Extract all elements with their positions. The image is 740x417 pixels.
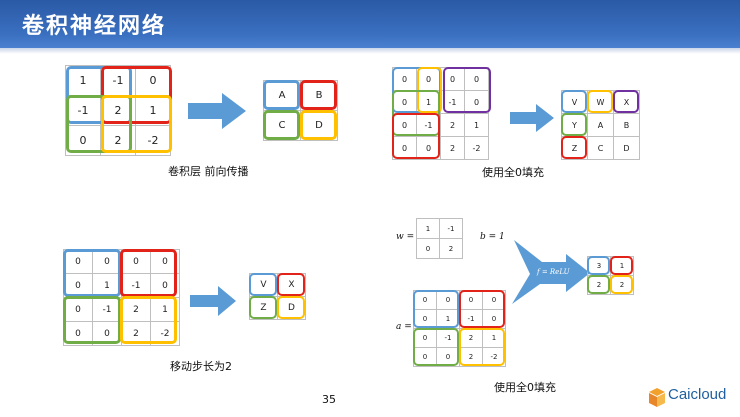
compute-out-2a	[587, 275, 610, 294]
padding-out-y	[561, 113, 587, 136]
forward-out-d	[300, 110, 337, 140]
padding-caption: 使用全0填充	[482, 166, 544, 179]
logo-text: Caicloud	[668, 386, 727, 403]
compute-out-2b	[610, 275, 633, 294]
padding-out-z	[561, 136, 587, 159]
stride-out-d	[277, 296, 305, 319]
grid-cell: C	[587, 136, 614, 160]
compute-caption: 使用全0填充	[494, 381, 556, 394]
stride-red-window	[120, 249, 177, 297]
grid-cell: A	[587, 113, 614, 137]
grid-cell: 0	[464, 67, 489, 91]
grid-cell: B	[300, 80, 338, 111]
grid-cell: -1	[439, 218, 463, 239]
stride-blue-window	[63, 249, 121, 297]
grid-cell: D	[613, 136, 640, 160]
stride-green-window	[63, 296, 121, 344]
compute-out-3	[587, 256, 610, 275]
page-number: 35	[322, 393, 336, 406]
forward-green-window	[66, 95, 132, 153]
compute-blue-window	[413, 290, 459, 328]
input-a-label: a =	[396, 322, 412, 332]
stride-arrow-icon	[190, 286, 236, 316]
forward-yellow-window	[101, 95, 172, 153]
weight-label: w =	[396, 232, 415, 242]
stride-out-z	[249, 296, 277, 319]
stride-out-x	[277, 273, 305, 296]
forward-out-b	[300, 80, 337, 110]
grid-cell: -2	[464, 136, 489, 160]
grid-cell: 2	[439, 238, 463, 259]
grid-cell: C	[263, 110, 301, 141]
padding-red-window	[392, 113, 440, 159]
padding-out-w	[587, 90, 613, 113]
padding-out-v	[561, 90, 587, 113]
stride-yellow-window	[120, 296, 177, 344]
forward-caption: 卷积层 前向传播	[168, 165, 249, 178]
grid-cell: 2	[440, 113, 465, 137]
forward-out-a	[263, 80, 300, 110]
compute-red-window	[459, 290, 505, 328]
grid-row: 1-1	[416, 218, 463, 239]
grid-cell: B	[613, 113, 640, 137]
grid-cell: 2	[440, 136, 465, 160]
compute-out-1a	[610, 256, 633, 275]
relu-merge-arrow-icon	[512, 240, 590, 304]
cube-logo-icon	[649, 388, 665, 407]
forward-out-c	[263, 110, 300, 140]
compute-green-window	[413, 328, 459, 366]
padding-arrow-icon	[510, 104, 554, 132]
stride-caption: 移动步长为2	[170, 360, 232, 373]
grid-cell: 1	[135, 95, 171, 126]
padding-out-x	[613, 90, 639, 113]
relu-label: f = ReLU	[537, 268, 570, 276]
grid-cell: 1	[416, 218, 440, 239]
slide-title: 卷积神经网络	[22, 14, 167, 39]
stride-out-v	[249, 273, 277, 296]
bias-label: b = 1	[480, 232, 505, 242]
padding-purple-window	[443, 67, 491, 113]
grid-cell: 1	[464, 113, 489, 137]
slide-header: 卷积神经网络	[0, 0, 740, 48]
grid-cell: 0	[416, 238, 440, 259]
header-shadow	[0, 48, 740, 54]
compute-yellow-window	[459, 328, 505, 366]
forward-arrow-icon	[188, 93, 246, 129]
caicloud-logo: Caicloud	[648, 385, 736, 413]
